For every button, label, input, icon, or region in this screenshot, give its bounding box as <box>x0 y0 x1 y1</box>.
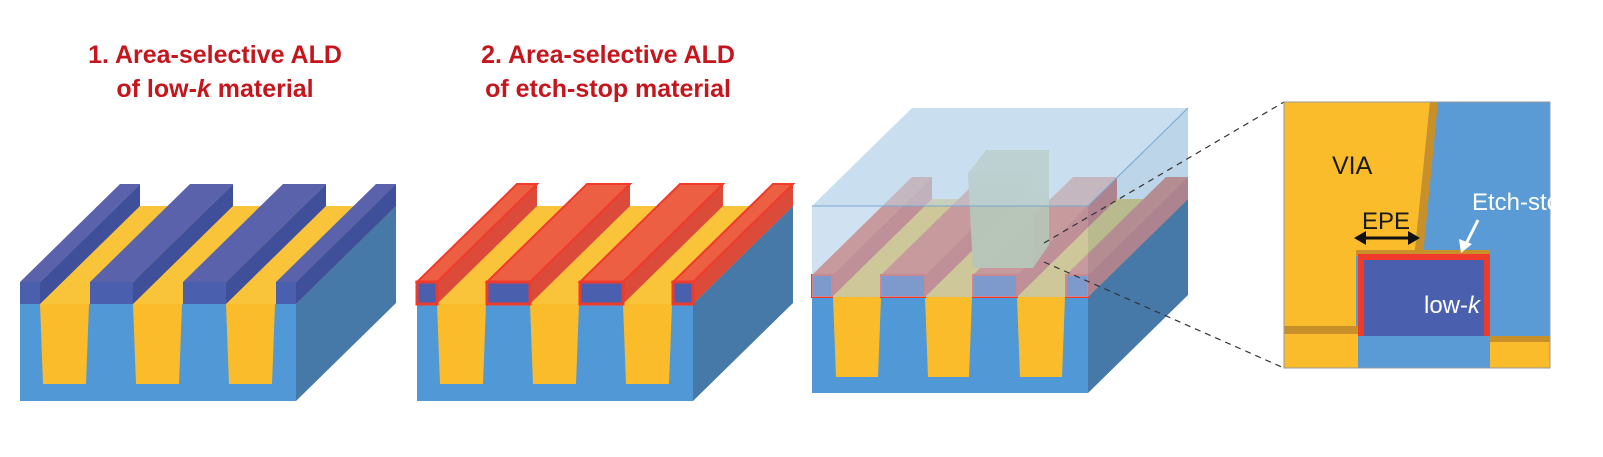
lowk-ridge-front-1 <box>415 280 439 306</box>
liner-bottom-left <box>1284 326 1358 334</box>
step2-title-line1: 2. Area-selective ALD <box>481 41 735 69</box>
lowk-ridge-front-1 <box>20 282 40 304</box>
via-fill <box>1284 102 1430 326</box>
epe-arrow-right-head <box>1408 231 1420 245</box>
cap-top-face <box>812 108 1188 206</box>
lowk-label-prefix: low- <box>1424 292 1468 319</box>
liner-bottom-right <box>1490 336 1550 342</box>
step2-title-line2: of etch-stop material <box>485 75 731 103</box>
etchstop-pointer-shaft <box>1464 219 1480 245</box>
step1-title-line2-prefix: of low- <box>116 75 197 103</box>
step1-title-line1: 1. Area-selective ALD <box>88 41 342 69</box>
zoom-line-top <box>1043 101 1285 244</box>
lowk-ridge-side-2 <box>133 184 233 304</box>
lowk-ridge-side-4 <box>296 184 396 304</box>
lowk-ridge-top-3 <box>183 184 326 282</box>
etchstop-label: Etch-stop <box>1472 189 1573 216</box>
via-label: VIA <box>1332 152 1373 180</box>
metal-right <box>1490 342 1550 368</box>
lowk-ridge-side-3 <box>226 184 326 304</box>
cap-front-face <box>812 206 1088 297</box>
step2-title: 2. Area-selective ALD of etch-stop mater… <box>418 38 798 106</box>
panel-etchstop-deposition <box>414 183 796 401</box>
zoom-inset: VIA EPE Etch-stop low-k <box>1283 101 1573 369</box>
step1-title-line2-k: k <box>196 75 211 103</box>
lowk-ridge-top-2 <box>90 184 233 282</box>
lowk-ridge-side-2 <box>530 184 630 304</box>
metal-trench-2 <box>133 304 182 384</box>
metal-left <box>1284 334 1358 368</box>
metal-trench-1 <box>833 297 881 377</box>
lowk-ridge-side-3 <box>623 184 723 304</box>
metal-trench-1 <box>437 304 486 384</box>
step1-title: 1. Area-selective ALD of low-k material <box>20 38 410 106</box>
lowk-ridge-side-1 <box>40 184 140 304</box>
cap-side-face <box>1088 108 1188 297</box>
lowk-ridge-front-2 <box>485 280 532 306</box>
lowk-label-k: k <box>1468 292 1482 319</box>
panel-via-fill <box>811 107 1189 393</box>
metal-trench-3 <box>1017 297 1065 377</box>
liner-top <box>1356 250 1490 256</box>
substrate-side-face <box>693 184 793 401</box>
etchstop-pointer-head <box>1459 239 1472 253</box>
step1-title-line2: of low-k material <box>20 72 410 106</box>
step1-title-line2-suffix: material <box>210 75 314 103</box>
substrate-side-face <box>296 184 396 401</box>
metal-trench-2 <box>925 297 972 377</box>
epe-arrow-left-head <box>1354 231 1366 245</box>
lowk-block <box>1364 260 1484 336</box>
lowk-ridge-side-1 <box>437 184 537 304</box>
metal-trench-1 <box>40 304 89 384</box>
lowk-label: low-k <box>1424 292 1482 319</box>
panel-lowk-deposition <box>20 184 396 401</box>
metal-trench-3 <box>623 304 672 384</box>
via-liner <box>1415 102 1438 256</box>
lowk-ridge-front-3 <box>183 282 226 304</box>
lowk-ridge-front-2 <box>90 282 133 304</box>
lowk-ridge-top-4 <box>276 184 396 282</box>
lowk-ridge-front-4 <box>276 282 296 304</box>
lowk-ridge-top-1 <box>20 184 140 282</box>
cap-edge <box>812 107 1189 207</box>
substrate-side-face <box>1088 177 1188 393</box>
zoom-callout-lines <box>1043 101 1285 369</box>
epe-label: EPE <box>1362 208 1410 235</box>
inset-border <box>1283 101 1551 369</box>
lowk-ridge-front-3 <box>578 280 625 306</box>
lowk-ridge-front-4 <box>671 280 695 306</box>
metal-trench-3 <box>226 304 275 384</box>
metal-trench-2 <box>530 304 579 384</box>
lowk-ridge-side-4 <box>693 184 793 304</box>
